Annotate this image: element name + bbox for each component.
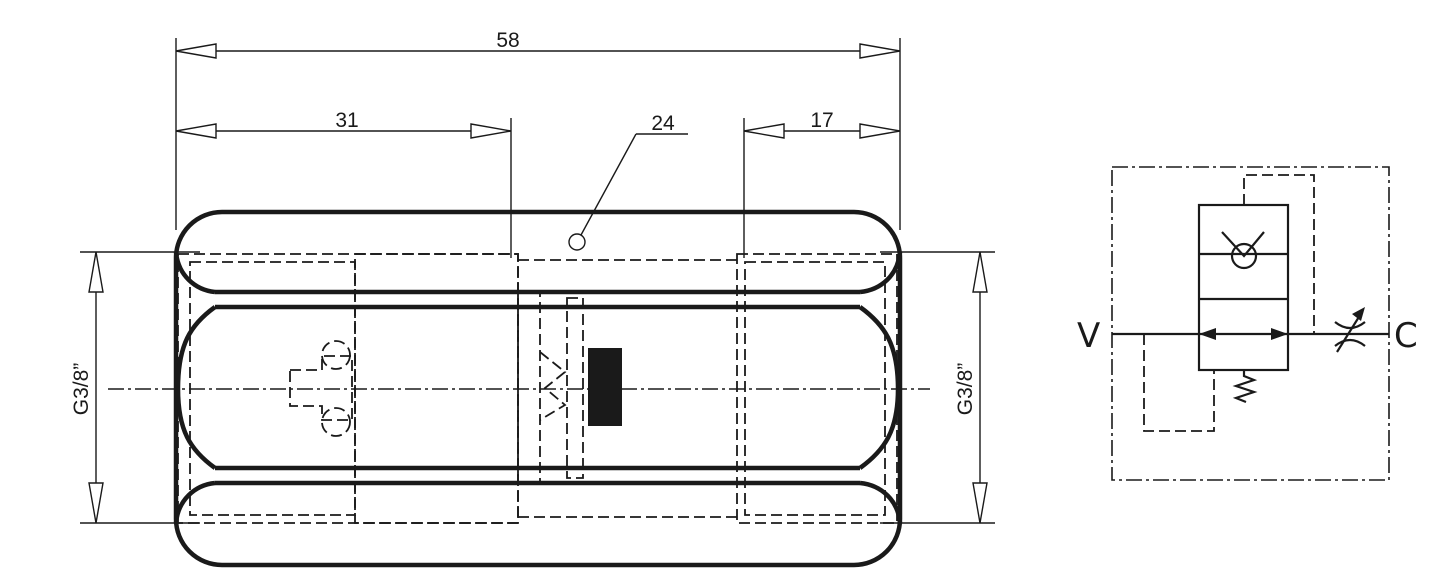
leader-24-line <box>580 133 637 236</box>
adjust-screw-hidden <box>289 355 353 421</box>
valve-envelope <box>1197 203 1290 372</box>
pilot-line-top <box>1243 174 1315 334</box>
left-bore-bottom-curve <box>175 388 217 470</box>
right-end-bottom-chamfer <box>859 480 903 524</box>
dim-left-thread-label: G3/8” <box>70 363 93 416</box>
dim-left-thread-arrow-bottom <box>88 482 104 524</box>
spool-hidden <box>566 297 584 479</box>
spring-block <box>588 348 622 426</box>
poppet-hidden <box>539 351 567 421</box>
dim-58-arrow-right <box>859 43 901 59</box>
adjustable-throttle-symbol <box>1334 307 1366 353</box>
left-end-bottom-chamfer <box>173 480 216 524</box>
right-end-top-chamfer <box>859 251 903 295</box>
check-valve-symbol <box>1221 231 1265 270</box>
throttle-curve-top <box>1334 321 1366 330</box>
check-ball <box>1230 242 1258 270</box>
dim-right-thread-label: G3/8” <box>954 363 977 416</box>
schematic-boundary <box>1111 166 1390 481</box>
dimension-lines: 58 31 17 24 G3/8” G3/8” <box>70 29 995 524</box>
screw-head-bottom <box>321 407 351 437</box>
dim-58-arrow-left <box>175 43 217 59</box>
screw-head-top <box>321 340 351 370</box>
seat-hidden <box>517 291 541 483</box>
valve-side-view <box>108 209 930 568</box>
dim-17-label: 17 <box>810 109 833 132</box>
dim-17-arrow-right <box>859 123 901 139</box>
spool-arrow-left <box>1199 328 1216 340</box>
leader-24-label: 24 <box>651 112 675 135</box>
throttle-curve-bottom <box>1334 338 1366 347</box>
throttle-arrow-head <box>1352 307 1365 321</box>
spring-symbol <box>1232 370 1258 404</box>
check-seat <box>1221 231 1265 258</box>
pilot-hole <box>568 233 586 251</box>
dim-31-arrow-left <box>175 123 217 139</box>
dim-31-arrow-right <box>470 123 512 139</box>
left-end-top-chamfer <box>173 251 216 295</box>
dim-left-thread-arrow-top <box>88 251 104 293</box>
dim-right-thread-arrow-bottom <box>972 482 988 524</box>
left-bore-top-curve <box>175 305 217 390</box>
right-bore-top-curve <box>858 305 901 390</box>
hydraulic-schematic: V C <box>1077 166 1418 481</box>
dim-17-arrow-left <box>743 123 785 139</box>
spool-arrow-right <box>1271 328 1288 340</box>
port-v-label: V <box>1077 316 1100 356</box>
dim-31-label: 31 <box>335 109 358 132</box>
port-c-label: C <box>1394 316 1418 356</box>
dim-58-label: 58 <box>496 29 519 52</box>
right-bore-bottom-curve <box>858 388 901 470</box>
dim-right-thread-arrow-top <box>972 251 988 293</box>
pilot-line-bottom <box>1143 334 1215 432</box>
throttle-adjust-arrow <box>1336 311 1363 353</box>
